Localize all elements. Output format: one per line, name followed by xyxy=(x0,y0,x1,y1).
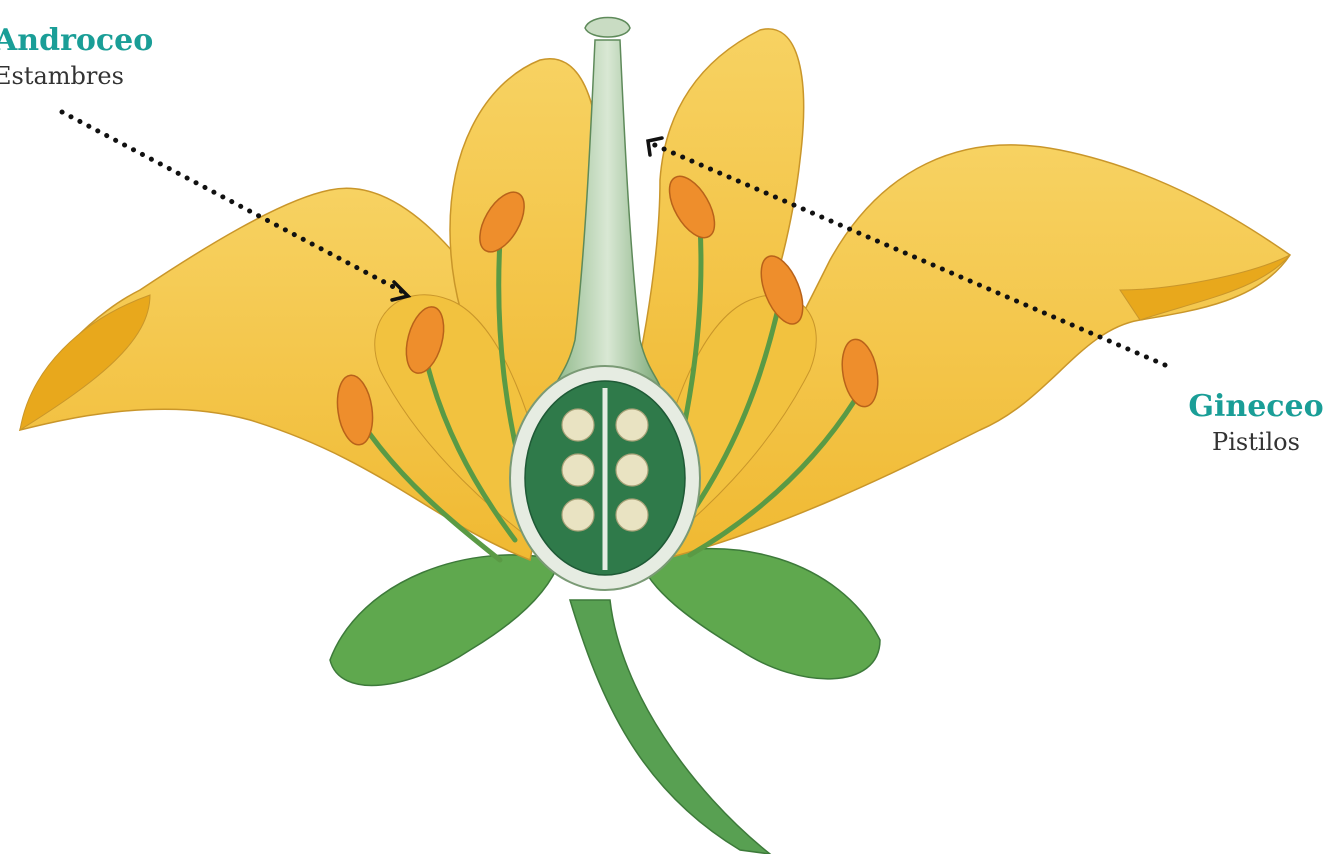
androceo-label: Androceo Estambres xyxy=(0,26,153,88)
sepal-right xyxy=(640,549,880,679)
ovule xyxy=(616,409,648,441)
ovule xyxy=(616,499,648,531)
ovule xyxy=(616,454,648,486)
ovule xyxy=(562,454,594,486)
gineceo-title: Gineceo xyxy=(1181,392,1330,422)
sepal-left xyxy=(330,555,560,686)
androceo-subtitle: Estambres xyxy=(0,64,153,88)
stigma xyxy=(585,18,630,38)
ovule xyxy=(562,409,594,441)
androceo-title: Androceo xyxy=(0,26,153,56)
gineceo-label: Gineceo Pistilos xyxy=(1181,392,1330,454)
gineceo-subtitle: Pistilos xyxy=(1181,430,1330,454)
ovule xyxy=(562,499,594,531)
